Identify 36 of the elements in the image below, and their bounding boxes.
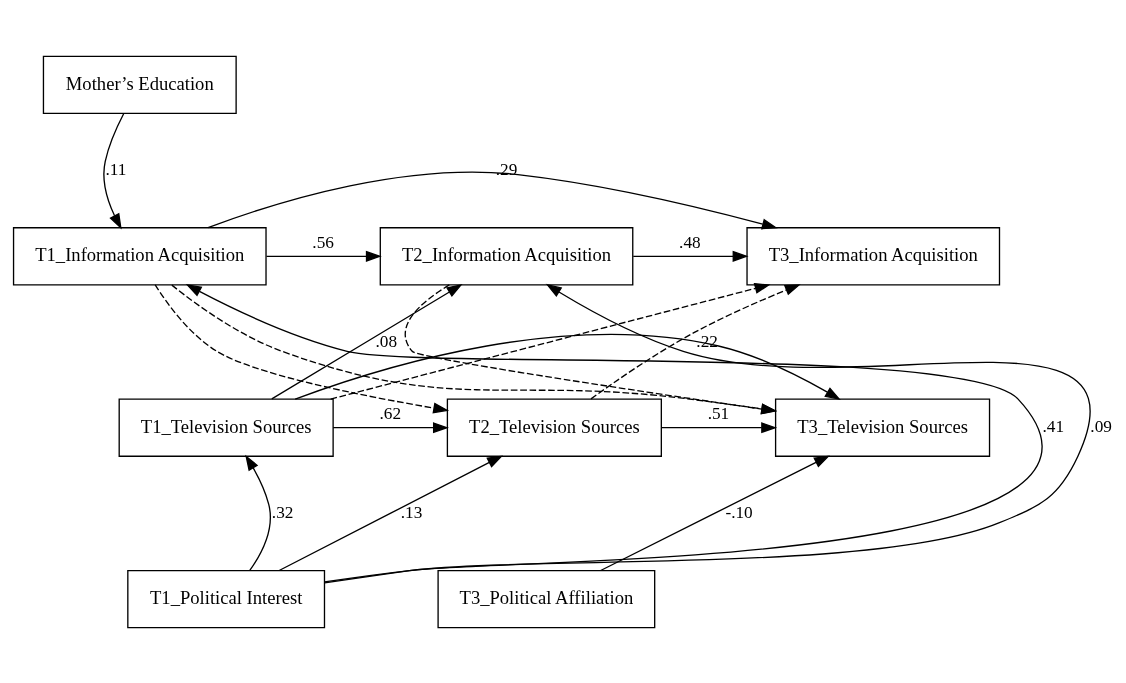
node-box: T1_Information Acquisition [12,226,267,286]
edge-label: .08 [375,331,398,351]
arrow [154,283,450,413]
edge-label: .41 [1042,416,1065,436]
node-box: Mother’s Education [42,55,237,114]
node-box: T3_Television Sources [774,397,991,457]
arrow [271,283,463,400]
arrow [332,421,449,433]
arrow [185,283,1042,584]
arrow [265,250,382,262]
node-box: T3_Information Acquisition [746,226,1001,286]
arrow [207,171,778,229]
arrow [278,454,504,571]
edge-label: .32 [271,502,294,522]
node-box: T3_Political Affiliation [437,569,656,628]
edge-label: .56 [312,232,334,252]
edge-label: .51 [707,403,730,423]
edge-label: .09 [1090,416,1112,436]
edge-label: .11 [105,159,127,179]
arrow [632,250,749,262]
edge-label: -.10 [725,502,753,522]
node-box: T2_Information Acquisition [379,226,634,286]
node-box: T1_Television Sources [118,397,334,457]
edge-label: .62 [379,403,402,423]
arrow [294,333,841,400]
edge-label: .13 [400,502,423,522]
node-box: T2_Television Sources [446,397,662,457]
arrow [323,283,1091,583]
arrow [660,421,778,433]
edge-label: .48 [679,232,701,252]
arrow [330,282,771,400]
arrow [103,112,125,229]
node-box: T1_Political Interest [127,569,326,628]
arrow [245,454,271,571]
arrow [590,283,801,400]
arrow [600,454,830,571]
